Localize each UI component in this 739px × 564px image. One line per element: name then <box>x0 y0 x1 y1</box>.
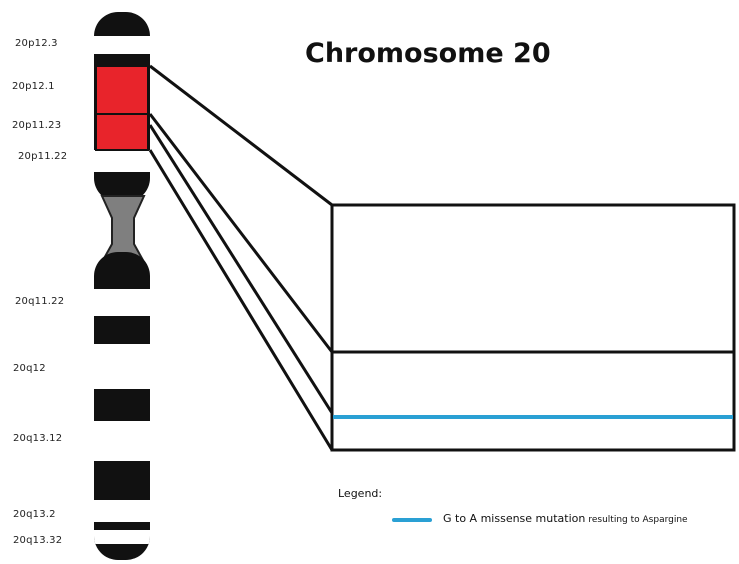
band-label: 20p12.3 <box>15 38 58 49</box>
legend-sub-text: resulting to Aspargine <box>588 515 687 525</box>
band-label: 20q13.32 <box>13 535 62 546</box>
legend-swatch-line <box>392 518 432 522</box>
diagram-title: Chromosome 20 <box>305 38 551 69</box>
band-20p12.3 <box>94 36 150 54</box>
zoom-connectors <box>150 66 332 450</box>
band-20q13.12 <box>94 421 150 461</box>
q-arm <box>94 252 150 560</box>
band-20p11.23 <box>96 114 148 150</box>
band-label: 20q13.12 <box>13 433 62 444</box>
expanded-region-lower <box>332 352 734 450</box>
band-label: 20q12 <box>13 363 46 374</box>
p-arm <box>94 12 150 202</box>
band-20p11.22 <box>94 150 150 172</box>
band-label: 20p11.22 <box>18 151 67 162</box>
band-label: 20q13.2 <box>13 509 56 520</box>
legend-main-text: G to A missense mutation <box>443 512 585 525</box>
band-label: 20q11.22 <box>15 296 64 307</box>
band-20q13.2 <box>94 500 150 522</box>
band-label: 20p11.23 <box>12 120 61 131</box>
band-20q13.32 <box>94 530 150 544</box>
band-20q11.22 <box>94 289 150 316</box>
band-20p12.1 <box>96 66 148 114</box>
expanded-region-upper <box>332 205 734 352</box>
legend-heading: Legend: <box>338 487 382 500</box>
band-20q12 <box>94 344 150 389</box>
band-label: 20p12.1 <box>12 81 55 92</box>
